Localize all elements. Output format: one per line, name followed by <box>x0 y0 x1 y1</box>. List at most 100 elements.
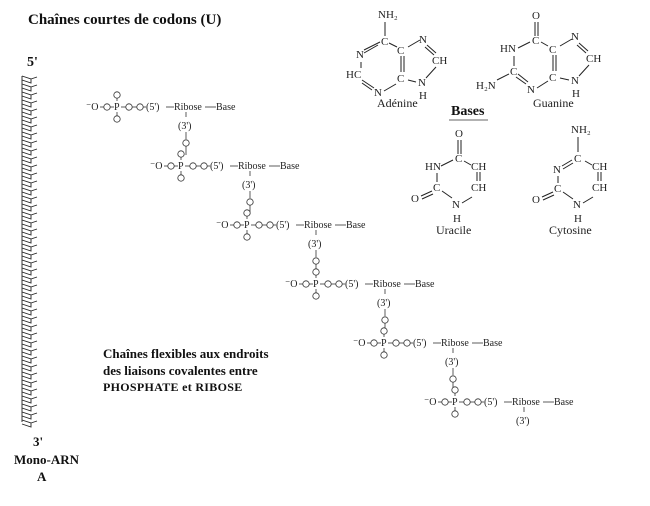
five-prime-label: (5') <box>276 220 289 231</box>
oxygen-atom <box>182 139 190 147</box>
strand-notch <box>21 419 38 428</box>
bases-heading: Bases <box>451 104 485 119</box>
oxygen-atom <box>136 103 144 111</box>
ribose-label: Ribose <box>238 161 266 172</box>
five-prime-label: (5') <box>146 102 159 113</box>
note-line2: des liaisons covalentes entre <box>103 363 258 378</box>
oxygen-atom <box>233 221 241 229</box>
strand-notch <box>21 203 38 212</box>
three-prime-label: (3') <box>445 357 458 368</box>
oxygen-minus-label: ⁻O <box>424 397 437 408</box>
cytosine-o2: O <box>532 194 540 206</box>
base-label: Base <box>483 338 503 349</box>
oxygen-atom <box>324 280 332 288</box>
oxygen-atom <box>312 257 320 265</box>
guanine-c5: C <box>549 44 556 56</box>
oxygen-minus-label: ⁻O <box>86 102 99 113</box>
uracile-o4: O <box>455 128 463 140</box>
oxygen-atom <box>312 292 320 300</box>
strand-notch <box>21 211 38 220</box>
strand-notch <box>21 251 38 260</box>
strand-notch <box>21 259 38 268</box>
strand-notch <box>21 355 38 364</box>
oxygen-atom <box>255 221 263 229</box>
strand-notch <box>21 307 38 316</box>
strand-notch <box>21 243 38 252</box>
base-label: Base <box>415 279 435 290</box>
strand-notch <box>21 195 38 204</box>
guanine-o: O <box>532 10 540 22</box>
oxygen-atom <box>392 339 400 347</box>
base-label: Base <box>280 161 300 172</box>
guanine-c4: C <box>549 72 556 84</box>
oxygen-atom <box>177 174 185 182</box>
oxygen-minus-label: ⁻O <box>285 279 298 290</box>
base-label: Base <box>346 220 366 231</box>
five-prime-label: (5') <box>210 161 223 172</box>
five-prime-label: (5') <box>345 279 358 290</box>
note-line3: PHOSPHATE et RIBOSE <box>103 380 243 394</box>
guanine-n9: N <box>571 75 579 87</box>
strand-notch <box>21 387 38 396</box>
oxygen-atom <box>474 398 482 406</box>
uracile-h1: H <box>453 213 461 225</box>
strand-notch <box>21 187 38 196</box>
oxygen-minus-label: ⁻O <box>353 338 366 349</box>
guanine-label: Guanine <box>533 96 574 110</box>
strand-notch <box>21 147 38 156</box>
adenine-n9: N <box>418 77 426 89</box>
cytosine-c4: C <box>574 153 581 165</box>
uracile-structure: O C HN C O N H CH CH Uracile <box>411 128 486 237</box>
strand-notch <box>21 99 38 108</box>
strand-notch <box>21 403 38 412</box>
oxygen-minus-label: ⁻O <box>216 220 229 231</box>
page-title: Chaînes courtes de codons (U) <box>28 12 221 28</box>
ribose-label: Ribose <box>441 338 469 349</box>
strand-notch <box>21 163 38 172</box>
oxygen-atom <box>451 410 459 418</box>
strand-notch <box>21 235 38 244</box>
oxygen-atom <box>380 351 388 359</box>
guanine-h2n: H₂N <box>476 80 496 92</box>
uracile-ch5: CH <box>471 161 486 173</box>
three-prime-label: (3') <box>178 121 191 132</box>
adenine-structure: NH₂ C N HC N C C N CH N H Adé <box>346 9 447 110</box>
strand-notch <box>21 395 38 404</box>
strand-notch <box>21 363 38 372</box>
oxygen-atom <box>451 386 459 394</box>
oxygen-atom <box>403 339 411 347</box>
uracile-o2: O <box>411 193 419 205</box>
phosphorus-label: P <box>244 220 250 231</box>
oxygen-atom <box>441 398 449 406</box>
adenine-h9: H <box>419 90 427 102</box>
guanine-structure: O C HN C H₂N N C C N CH N <box>476 10 601 110</box>
adenine-c5: C <box>397 45 404 57</box>
oxygen-atom <box>167 162 175 170</box>
ribose-label: Ribose <box>512 397 540 408</box>
oxygen-atom <box>370 339 378 347</box>
oxygen-atom <box>113 115 121 123</box>
base-label: Base <box>216 102 236 113</box>
oxygen-atom <box>449 375 457 383</box>
uracile-c4: C <box>455 153 462 165</box>
cytosine-nh2: NH₂ <box>571 124 591 136</box>
strand-notch <box>21 411 38 420</box>
strand-notch <box>21 339 38 348</box>
uracile-c2: C <box>433 182 440 194</box>
ribose-label: Ribose <box>174 102 202 113</box>
oxygen-atom <box>125 103 133 111</box>
adenine-n3: N <box>374 87 382 99</box>
five-prime-label: (5') <box>413 338 426 349</box>
three-prime-label: (3') <box>516 416 529 427</box>
guanine-n3: N <box>527 84 535 96</box>
adenine-c4: C <box>397 73 404 85</box>
ribose-label: Ribose <box>373 279 401 290</box>
oxygen-minus-label: ⁻O <box>150 161 163 172</box>
three-prime-label: (3') <box>242 180 255 191</box>
phosphorus-label: P <box>452 397 458 408</box>
